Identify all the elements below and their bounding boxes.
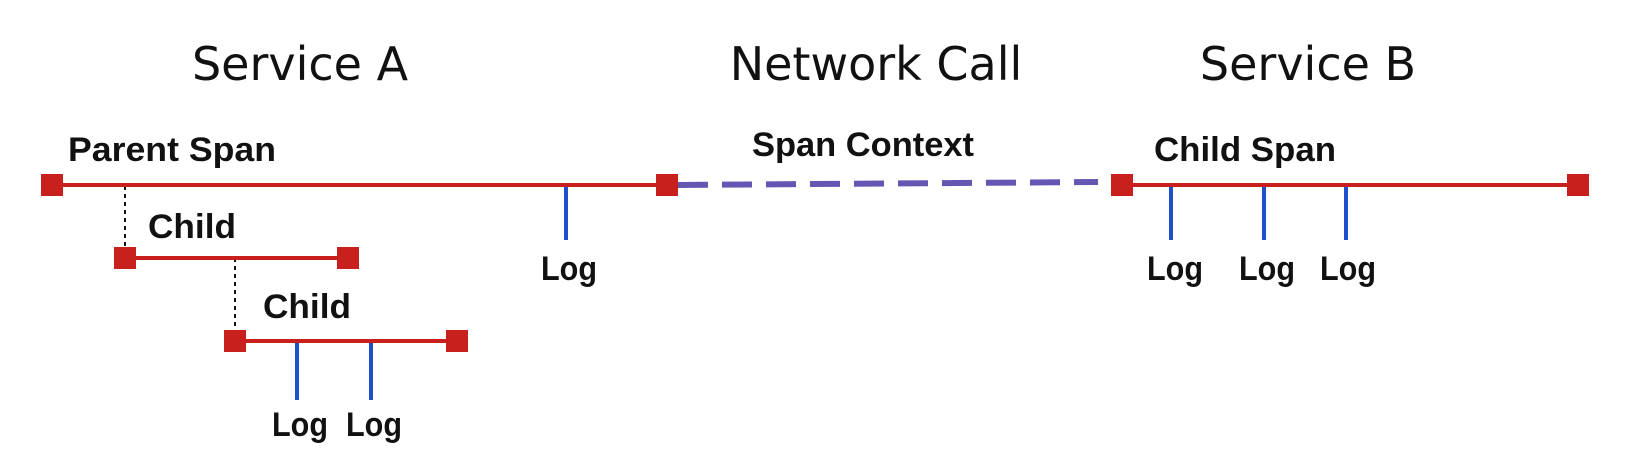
span-context-label: Span Context (752, 126, 974, 164)
child-span-2-label: Child (263, 288, 351, 326)
child-span-1-start-marker (114, 247, 136, 269)
parent-span-label: Parent Span (68, 131, 276, 169)
service-a-heading: Service A (192, 37, 409, 91)
child-span-1-label: Child (148, 208, 236, 246)
child-span-1-end-marker (337, 247, 359, 269)
parent-span-start-marker (41, 174, 63, 196)
service-b-heading: Service B (1200, 37, 1416, 91)
network-call-connector (677, 179, 1099, 188)
parent-span-end-marker (656, 174, 678, 196)
log-label-child-a: Log (272, 406, 328, 444)
child-span-2-end-marker (446, 330, 468, 352)
child-span-b-end-marker (1567, 174, 1589, 196)
log-label-child-b: Log (346, 406, 402, 444)
log-label-b3: Log (1320, 250, 1376, 288)
child-span-b-label: Child Span (1154, 131, 1336, 169)
network-call-heading: Network Call (730, 37, 1023, 91)
log-label-parent: Log (541, 250, 597, 288)
log-label-b2: Log (1239, 250, 1295, 288)
child-span-b-start-marker (1111, 174, 1133, 196)
child-span-2-start-marker (224, 330, 246, 352)
log-label-b1: Log (1147, 250, 1203, 288)
